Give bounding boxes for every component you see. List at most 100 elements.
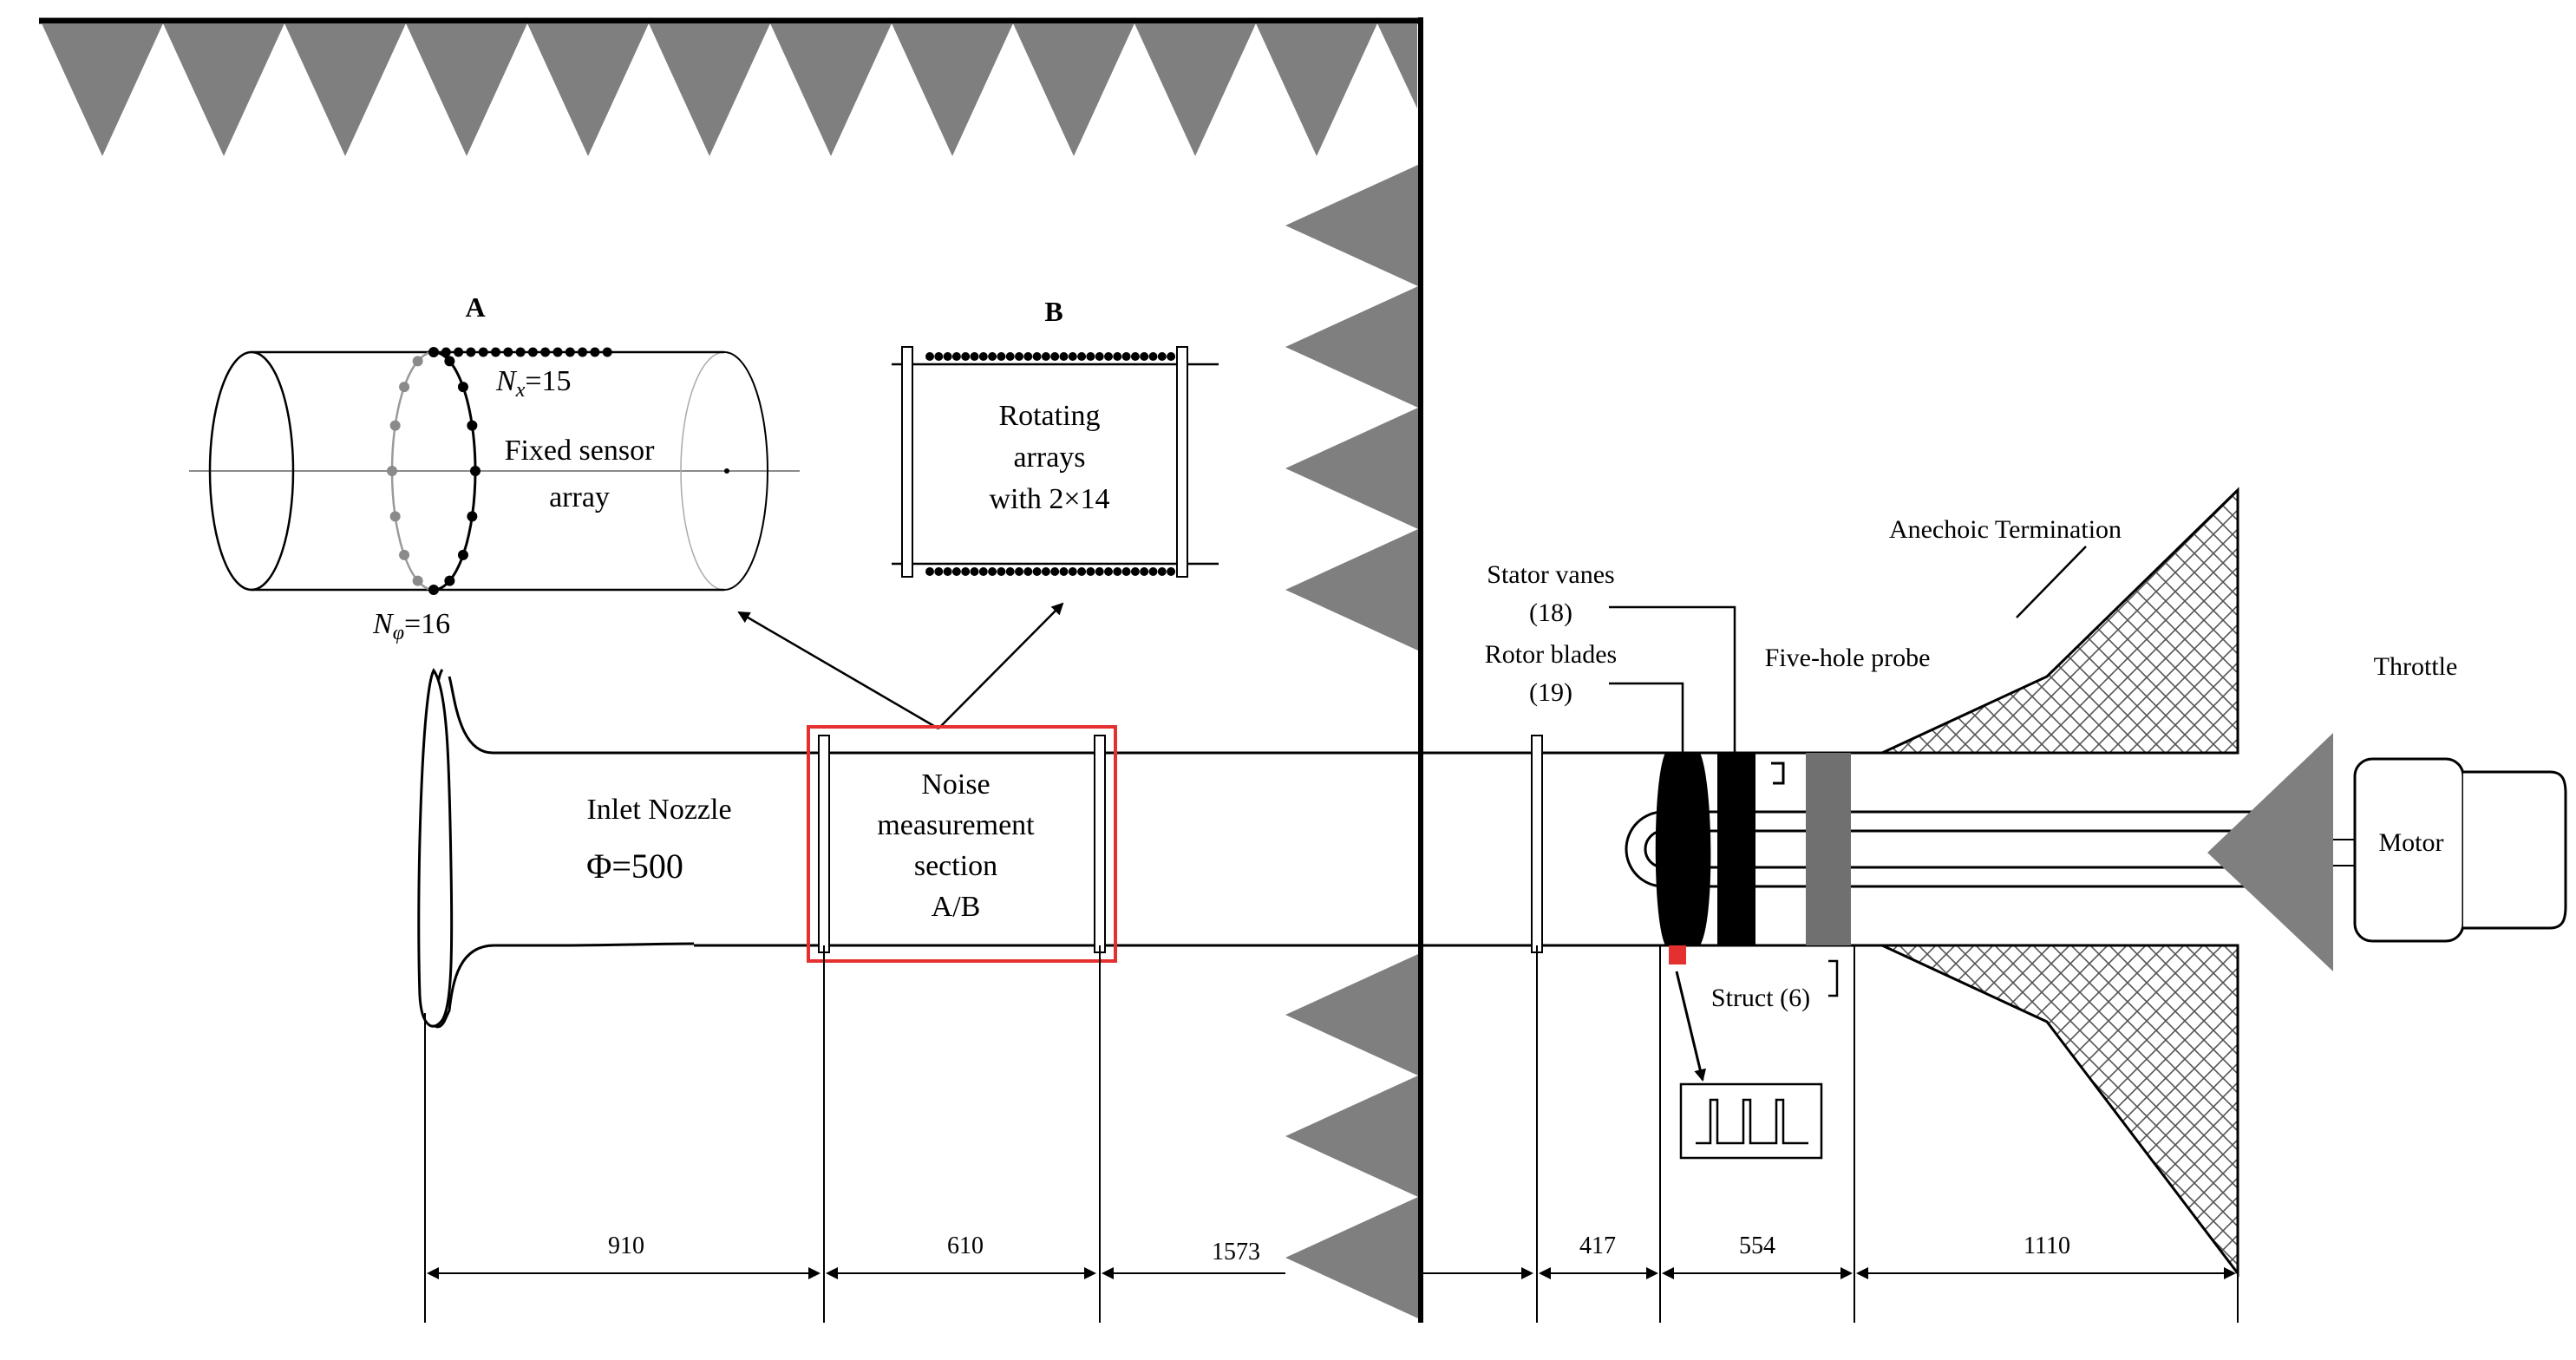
rotating-sensor: [1050, 352, 1060, 361]
rotating-sensor: [1104, 352, 1113, 361]
detail-b-title: B: [1044, 296, 1062, 327]
sensor-signal-arrow: [1675, 971, 1707, 1082]
axial-sensor: [540, 347, 551, 357]
ring-sensor-front: [444, 575, 455, 586]
rotating-sensor: [997, 352, 1006, 361]
rotating-label-2: arrays: [1013, 441, 1085, 474]
termination-upper-cone: [1881, 487, 2239, 755]
main-duct: Noise measurement section A/B: [694, 725, 1884, 963]
rotating-sensor: [943, 352, 952, 361]
rotating-sensor: [1095, 567, 1104, 576]
rotating-sensor: [970, 352, 979, 361]
rotating-sensor: [978, 352, 988, 361]
ceiling-absorber-wedges: [42, 23, 1417, 156]
rotating-sensor: [1086, 567, 1095, 576]
strut-label: Struct (6): [1711, 984, 1810, 1012]
axial-sensor: [491, 347, 500, 357]
fixed-array-label-1: Fixed sensor: [505, 435, 656, 467]
rotating-sensor: [934, 567, 944, 576]
wall-wedge: [1285, 408, 1418, 529]
rotor-blades: [1655, 753, 1711, 945]
fan-stage: [1625, 753, 2290, 1160]
ring-sensor-front: [457, 549, 468, 560]
axial-sensor: [565, 347, 575, 357]
rotating-sensor: [1086, 352, 1095, 361]
measurement-ring-2: [1094, 735, 1106, 953]
rotating-sensor: [951, 352, 961, 361]
ceiling-wedge: [1377, 23, 1417, 108]
axial-sensor: [590, 347, 600, 357]
inlet-nozzle-label: Inlet Nozzle: [586, 794, 731, 826]
ring-sensor-back: [387, 466, 397, 476]
duct-flange: [1531, 735, 1543, 953]
ceiling-wedge: [527, 23, 649, 156]
rotor-leader: [1609, 682, 1684, 753]
dimension-value: 910: [608, 1232, 644, 1259]
stator-leader: [1609, 605, 1736, 753]
nphi-symbol: N: [372, 608, 395, 640]
stator-label-1: Stator vanes: [1487, 560, 1614, 589]
rotating-label-1: Rotating: [998, 400, 1100, 432]
pointer-arrow-b: [938, 602, 1064, 729]
noise-section-label-4: A/B: [932, 891, 981, 923]
rotating-sensor: [1167, 352, 1176, 361]
ring-sensor-back: [412, 575, 423, 586]
dimension-value: 554: [1739, 1232, 1775, 1259]
five-hole-probe-marker: [1771, 762, 1785, 785]
wall-absorber-wedges: [1285, 165, 1418, 1318]
inlet-nozzle: Inlet Nozzle Φ=500: [417, 668, 732, 1029]
pointer-arrow-a: [737, 611, 939, 730]
wall-wedge: [1285, 954, 1418, 1076]
rotating-sensor: [1140, 352, 1149, 361]
axial-sensor: [602, 347, 612, 357]
noise-measurement-section-box: [807, 725, 1117, 963]
dimension-value: 1110: [2024, 1232, 2070, 1259]
rotating-sensor: [1167, 567, 1176, 576]
throttle-label: Throttle: [2374, 652, 2458, 681]
rotating-sensor: [1077, 567, 1087, 576]
nx-label: Nx=15: [495, 365, 572, 402]
rotating-sensor: [978, 567, 988, 576]
nphi-label: Nφ=16: [372, 608, 450, 644]
pulse-signal-trace: [1696, 1098, 1808, 1145]
rotating-array-bottom-sensors: [925, 567, 1176, 576]
nx-subscript: x: [515, 379, 526, 402]
rotating-sensor: [961, 352, 971, 361]
rotating-sensor: [1015, 567, 1023, 576]
rotating-sensor: [988, 352, 997, 361]
wall-wedge: [1285, 529, 1418, 651]
measurement-ring-1: [818, 735, 830, 953]
ring-sensor-front: [470, 466, 481, 476]
rotating-sensor: [988, 567, 997, 576]
rotating-sensor: [925, 567, 934, 576]
ring-sensor-back: [389, 511, 401, 522]
dimension-values: 910 610 1573 417 554 1110: [608, 1232, 2070, 1265]
nx-value: =15: [525, 365, 571, 397]
ceiling-wedge: [1013, 23, 1134, 156]
ring-sensor-back: [412, 356, 423, 367]
wall-wedge: [1285, 1076, 1418, 1197]
fixed-array-label-2: array: [549, 481, 610, 513]
ceiling-wedge: [42, 23, 163, 156]
axial-sensor: [428, 347, 439, 357]
rotor-label-1: Rotor blades: [1485, 640, 1617, 669]
rotating-sensor: [1113, 352, 1122, 361]
inlet-diameter-label: Φ=500: [586, 847, 683, 886]
termination-lower-cone: [1881, 944, 2239, 1278]
detail-a-fixed-array: A Nx=15 Fixed sensor array Nφ=16: [189, 291, 800, 644]
rotating-sensor: [1032, 352, 1042, 361]
rotating-sensor: [1041, 352, 1050, 361]
throttle-assembly: Motor Throttle: [2207, 652, 2567, 971]
ceiling-wedge: [1256, 23, 1377, 156]
rotating-sensor: [1157, 352, 1167, 361]
rotating-sensor: [961, 567, 971, 576]
rotating-sensor: [1130, 352, 1140, 361]
rotating-label-3: with 2×14: [989, 483, 1109, 515]
rotating-sensor: [1157, 567, 1167, 576]
rotating-sensor: [943, 567, 952, 576]
detail-a-title: A: [465, 291, 485, 323]
wall-wedge: [1285, 1197, 1418, 1318]
rotating-sensor: [970, 567, 979, 576]
axial-sensors: [428, 347, 612, 357]
